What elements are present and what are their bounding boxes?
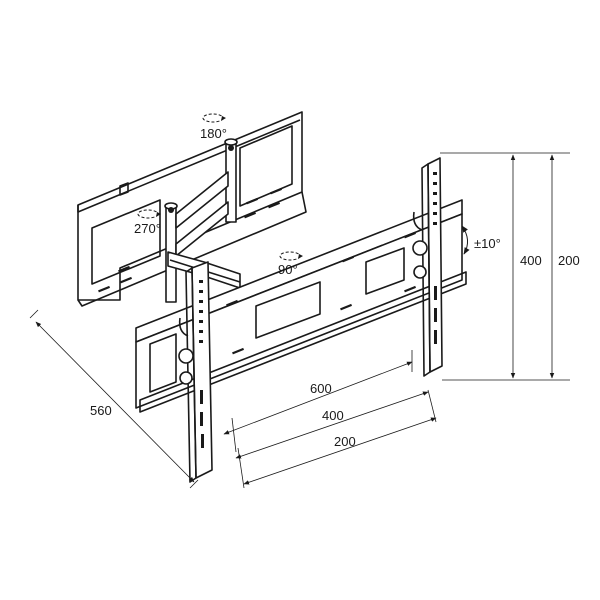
label-width-600: 600 xyxy=(310,381,332,396)
right-vertical-bracket xyxy=(412,157,443,377)
label-rotation-270: 270° xyxy=(134,221,161,236)
left-bracket-holes xyxy=(199,280,204,448)
label-height-400: 400 xyxy=(520,253,542,268)
width-dimensions xyxy=(223,350,437,489)
rotation-180-icon xyxy=(202,113,226,123)
wall-plate-slots xyxy=(98,187,283,293)
label-depth-560: 560 xyxy=(90,403,112,418)
rotation-270-icon xyxy=(137,209,161,219)
left-vertical-bracket xyxy=(178,261,213,483)
label-rotation-90: 90° xyxy=(278,262,298,277)
label-width-400: 400 xyxy=(322,408,344,423)
tilt-icon xyxy=(461,225,470,255)
articulating-arms xyxy=(164,138,241,303)
depth-dimension xyxy=(29,309,199,489)
label-height-200: 200 xyxy=(558,253,580,268)
label-rotation-180: 180° xyxy=(200,126,227,141)
rotation-90-icon xyxy=(279,251,303,261)
right-bracket-holes xyxy=(433,172,437,344)
label-width-200: 200 xyxy=(334,434,356,449)
height-dimensions xyxy=(440,152,570,381)
label-tilt: ±10° xyxy=(474,236,501,251)
